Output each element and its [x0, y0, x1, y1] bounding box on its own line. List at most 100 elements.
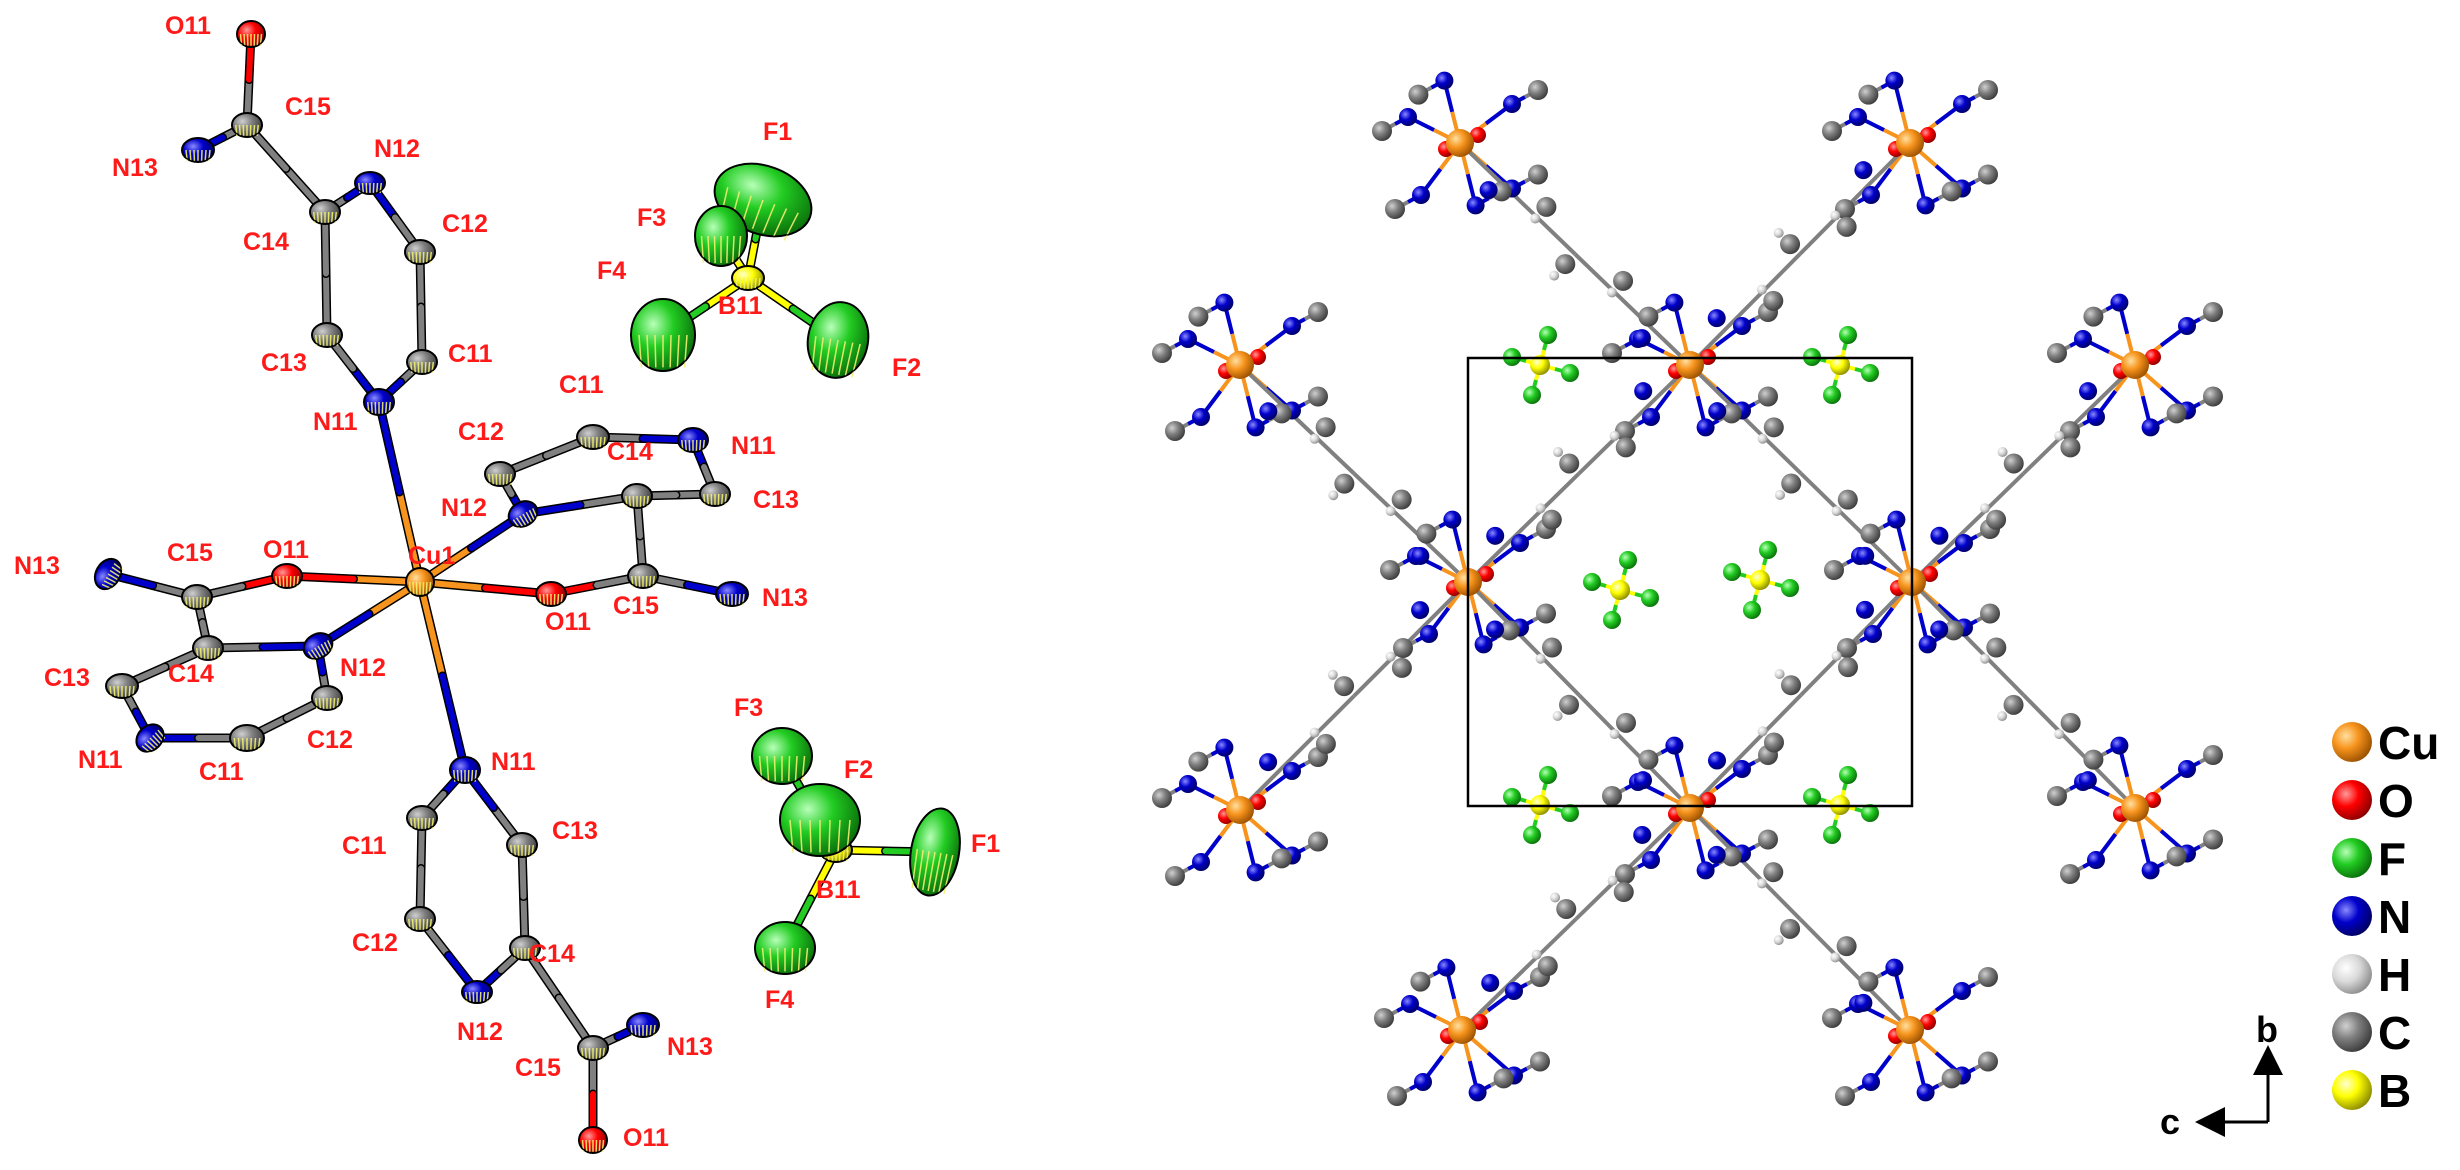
- bond: [1910, 472, 2025, 584]
- bond: [417, 579, 446, 679]
- atom-n: [1246, 863, 1265, 882]
- atom-o11: [535, 581, 567, 607]
- atom-n: [2110, 736, 2129, 755]
- atom-h: [1773, 227, 1784, 238]
- bond: [1799, 580, 1914, 697]
- atom-c: [1165, 866, 1185, 886]
- atom-c: [1559, 694, 1580, 715]
- atom-label: N12: [374, 135, 420, 163]
- atom-n11: [449, 756, 481, 784]
- atom-c14: [192, 635, 224, 661]
- atom-c: [2083, 749, 2104, 770]
- atom-cu: [1226, 796, 1254, 824]
- atom-c: [1780, 234, 1801, 255]
- atom-label: B11: [816, 876, 861, 904]
- atom-c: [1780, 918, 1801, 939]
- bond: [1688, 806, 1802, 921]
- atom-c: [1615, 864, 1635, 884]
- atom-h: [1830, 952, 1841, 963]
- atom-o: [1470, 127, 1486, 143]
- atom-c13: [105, 673, 139, 699]
- atom-c: [1541, 637, 1562, 658]
- atom-c: [1721, 403, 1742, 424]
- atom-c: [2203, 386, 2223, 407]
- atom-n: [1632, 329, 1651, 348]
- atom-c: [1165, 421, 1185, 441]
- atom-h: [1607, 875, 1618, 886]
- atom-f2: [806, 301, 870, 379]
- atom-n: [1179, 330, 1197, 348]
- atom-c: [1615, 437, 1636, 458]
- atom-n: [1486, 526, 1505, 545]
- atom-n: [1412, 186, 1430, 204]
- atom-n11: [135, 723, 166, 754]
- atom-b: [1830, 355, 1850, 375]
- atom-n: [2074, 330, 2092, 348]
- atom-c: [1391, 489, 1412, 510]
- atom-f: [1561, 804, 1579, 822]
- atom-c13: [699, 481, 731, 507]
- atom-label: F4: [597, 257, 626, 285]
- atom-h: [1309, 727, 1320, 738]
- atom-h: [1609, 729, 1620, 740]
- atom-c: [1536, 196, 1557, 217]
- atom-c: [1763, 862, 1784, 883]
- atom-n: [1862, 1073, 1880, 1091]
- atom-c14: [509, 935, 541, 961]
- atom-f: [1583, 573, 1601, 591]
- atom-label: C11: [448, 340, 493, 368]
- atom-label: C13: [552, 817, 598, 845]
- bond: [1238, 694, 1356, 812]
- atom-c: [1493, 1068, 1514, 1089]
- atom-c: [1758, 386, 1778, 407]
- legend-label: C: [2378, 1007, 2411, 1059]
- atom-cu: [1448, 1016, 1476, 1044]
- atom-n13: [93, 557, 124, 591]
- atom-n: [2078, 771, 2097, 790]
- legend-label: N: [2378, 891, 2411, 943]
- atom-n: [2087, 851, 2105, 869]
- bond: [376, 399, 403, 495]
- bond: [1798, 141, 1912, 256]
- atom-n: [2079, 382, 2098, 401]
- atom-label: O11: [545, 608, 591, 636]
- atom-h: [1979, 653, 1990, 664]
- atom-c11: [229, 724, 265, 752]
- atom-n11: [363, 388, 395, 416]
- atom-c: [1152, 788, 1172, 808]
- atom-f2: [779, 783, 861, 857]
- atom-c: [1188, 751, 1209, 772]
- atom-c: [1837, 657, 1858, 678]
- bond: [1910, 580, 2025, 697]
- atom-n: [2141, 861, 2160, 880]
- atom-cu: [1226, 351, 1254, 379]
- atom-label: C15: [515, 1054, 561, 1082]
- atom-c: [1763, 290, 1784, 311]
- atom-label: C14: [607, 438, 653, 466]
- atom-h: [1756, 284, 1767, 295]
- atom-c: [1822, 121, 1842, 141]
- atom-c12: [484, 461, 516, 487]
- atom-f3: [694, 205, 748, 267]
- atom-n: [1505, 982, 1523, 1000]
- atom-n: [2178, 317, 2196, 335]
- bond: [1577, 693, 1692, 810]
- atom-label: C12: [458, 418, 504, 446]
- atom-label: F1: [971, 830, 1000, 858]
- atom-n: [1283, 762, 1301, 780]
- atom-cu: [1676, 351, 1704, 379]
- bond: [1577, 363, 1692, 475]
- atom-c: [1334, 473, 1355, 494]
- atom-h: [1756, 878, 1767, 889]
- atom-n: [1953, 982, 1971, 1000]
- atom-n: [1642, 408, 1660, 426]
- atom-n13: [626, 1012, 660, 1038]
- legend-label: F: [2378, 833, 2406, 885]
- atom-label: C15: [167, 539, 213, 567]
- atom-c: [1615, 421, 1635, 441]
- atom-f: [1641, 589, 1659, 607]
- atom-f: [1803, 788, 1821, 806]
- atom-f: [1603, 611, 1621, 629]
- atom-c: [1615, 712, 1636, 733]
